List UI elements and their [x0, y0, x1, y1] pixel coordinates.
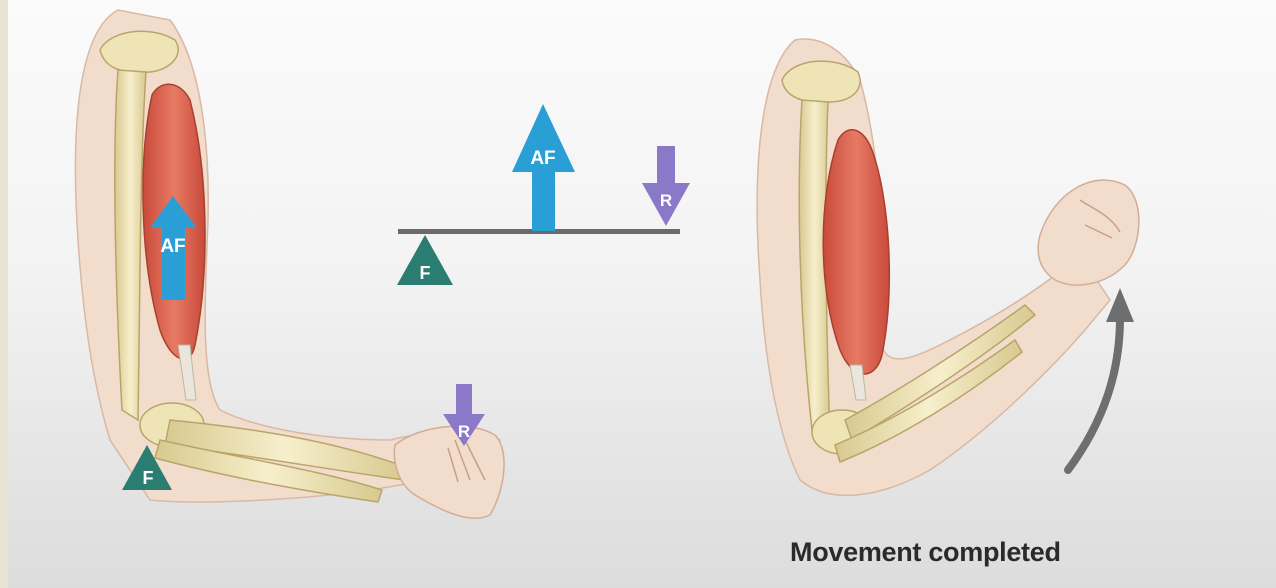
right-arm-illustration [757, 39, 1139, 495]
lever-effort-label: AF [530, 148, 555, 169]
right-fist [1038, 180, 1139, 285]
left-fulcrum-label: F [143, 468, 154, 488]
lever-effort-arrow: AF [512, 104, 575, 231]
left-effort-label: AF [160, 236, 185, 257]
left-edge-strip [0, 0, 8, 588]
left-resistance-label: R [458, 422, 470, 441]
right-shoulder-bone [782, 61, 860, 102]
lever-resistance-label: R [660, 191, 672, 210]
lever-resistance-arrow: R [642, 146, 690, 226]
lever-fulcrum-triangle: F [397, 235, 453, 285]
lever-schematic: AF R F [397, 104, 690, 285]
left-shoulder-bone [100, 31, 178, 72]
lever-fulcrum-label: F [420, 263, 431, 283]
caption-movement-completed: Movement completed [790, 532, 1150, 572]
left-hand [394, 426, 504, 518]
